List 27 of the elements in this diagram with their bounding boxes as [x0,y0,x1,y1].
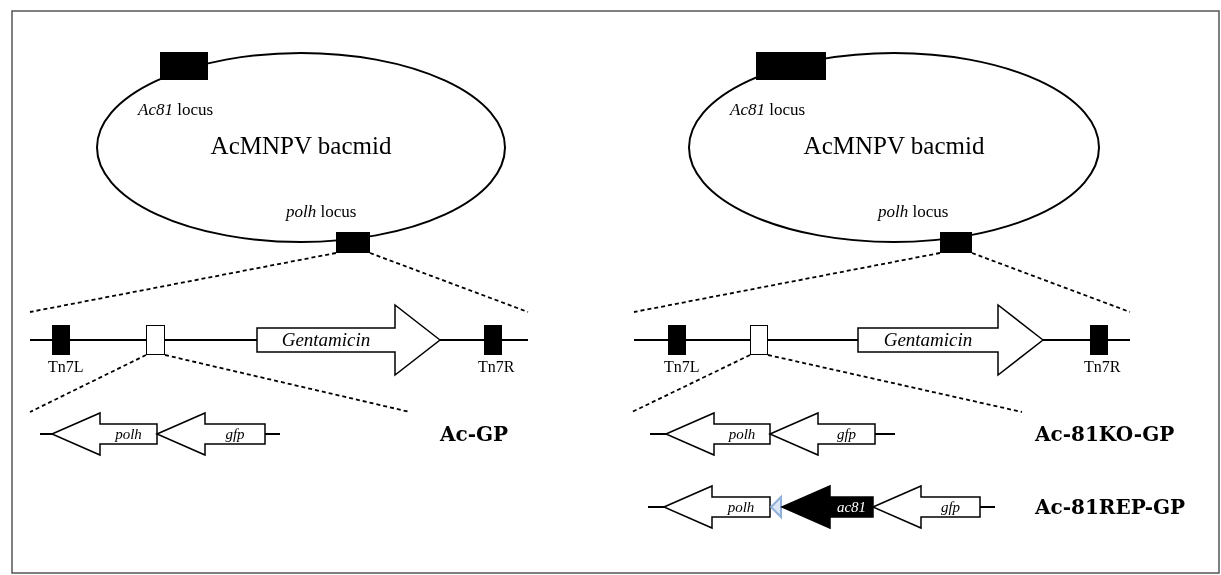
locus-label: Ac81 locus [730,100,806,120]
gene-name: gfp [835,425,858,444]
marker-box [336,232,370,253]
construct-name: Ac-81REP-GP [1035,495,1186,519]
bacmid-name: AcMNPV bacmid [802,132,986,160]
locus-label: polh locus [878,202,949,222]
element-label: Tn7L [48,358,84,376]
element-label: Tn7R [1084,358,1121,376]
gene-name: polh [727,425,757,444]
marker-box [940,232,972,253]
element-label: Tn7L [664,358,700,376]
gene-name: ac81 [835,498,868,517]
gene-name: Gentamicin [280,328,372,352]
construct-name: Ac-81KO-GP [1035,422,1175,446]
marker-box [750,325,768,355]
gene-name: gfp [224,425,246,444]
gene-name: gfp [939,498,962,517]
element-label: Tn7R [478,358,515,376]
bacmid-name: AcMNPV bacmid [209,132,393,160]
gene-name: Gentamicin [882,328,974,352]
gene-name: polh [726,498,756,517]
locus-label: polh locus [286,202,357,222]
marker-box [160,52,208,80]
construct-name: Ac-GP [440,422,509,446]
locus-label: Ac81 locus [138,100,214,120]
gene-name: polh [113,425,143,444]
marker-box [146,325,165,355]
